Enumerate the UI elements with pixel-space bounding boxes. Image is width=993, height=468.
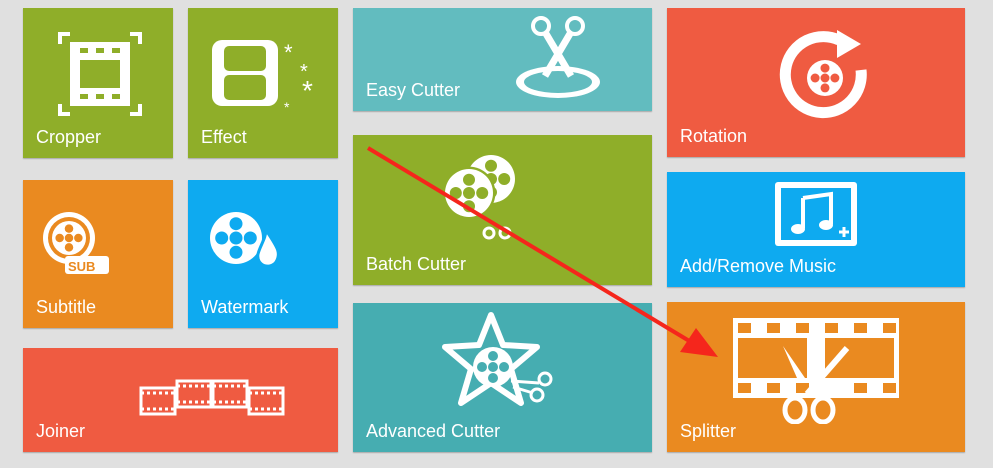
film-sparkle-icon: ** ** [212, 40, 313, 113]
tile-label: Joiner [36, 421, 86, 441]
tile-label: Splitter [680, 421, 737, 441]
tile-label: Watermark [201, 297, 289, 317]
tile-rotation[interactable]: Rotation [667, 8, 965, 157]
svg-text:*: * [300, 61, 308, 83]
tile-advanced-cutter[interactable]: Advanced Cutter [353, 303, 652, 452]
sub-badge: SUB [68, 259, 96, 274]
tile-watermark[interactable]: Watermark [188, 180, 338, 328]
tile-label: Cropper [36, 127, 102, 147]
tile-cropper[interactable]: Cropper [23, 8, 173, 158]
star-reel-scissors-icon [442, 312, 553, 406]
tile-easy-cutter[interactable]: Easy Cutter [353, 8, 652, 111]
watermark-reel-icon [210, 212, 280, 268]
tile-label: Advanced Cutter [366, 421, 501, 441]
music-note-icon [775, 182, 857, 246]
crop-film-icon [58, 32, 142, 116]
svg-text:*: * [284, 40, 293, 65]
tile-label: Batch Cutter [366, 254, 467, 274]
batch-reels-icon [442, 152, 518, 240]
tile-label: Add/Remove Music [680, 256, 837, 276]
tile-label: Rotation [680, 126, 748, 146]
tile-effect[interactable]: ** ** Effect [188, 8, 338, 158]
tile-batch-cutter[interactable]: Batch Cutter [353, 135, 652, 285]
svg-text:*: * [302, 75, 313, 106]
tile-subtitle[interactable]: SUB Subtitle [23, 180, 173, 328]
subtitle-reel-icon [43, 212, 109, 274]
svg-text:*: * [284, 99, 290, 113]
film-scissors-icon [733, 318, 899, 424]
tile-splitter[interactable]: Splitter [667, 302, 965, 452]
tile-label: Easy Cutter [366, 80, 461, 100]
tile-joiner[interactable]: Joiner [23, 348, 338, 452]
tile-label: Effect [201, 127, 247, 147]
scissors-reel-icon [516, 16, 600, 98]
rotation-reel-icon [779, 30, 867, 119]
tile-label: Subtitle [36, 297, 97, 317]
tile-add-remove-music[interactable]: Add/Remove Music [667, 172, 965, 287]
joined-film-icon [139, 379, 285, 416]
